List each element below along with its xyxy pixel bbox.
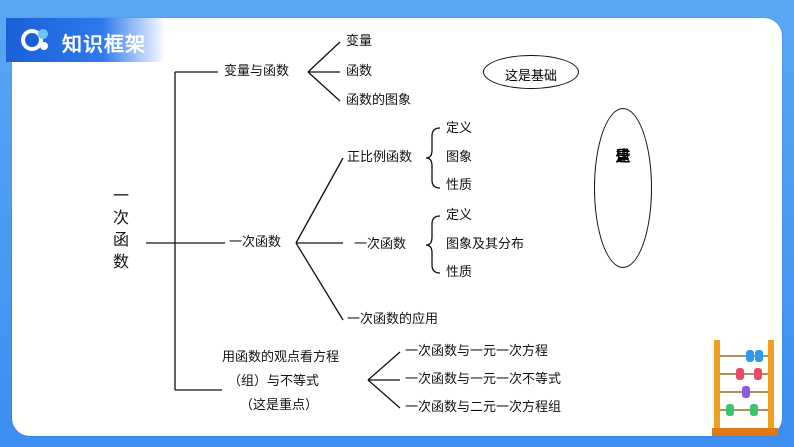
branch-label-equations-line1: 用函数的观点看方程 — [222, 350, 340, 365]
note-basics-oval: 这是基础 — [483, 55, 579, 89]
note-char: 点 — [615, 147, 631, 165]
abacus-icon — [712, 340, 778, 436]
page-title: 知识框架 — [62, 32, 146, 56]
node-linear-inequality: 一次函数与一元一次不等式 — [405, 372, 562, 387]
branch-label-linear-function: 一次函数 — [229, 235, 282, 250]
node-definition: 定义 — [446, 208, 473, 223]
note-char: 重 — [615, 147, 631, 165]
branch-label-equations-line2: （组）与不等式 — [228, 374, 320, 389]
slide-card — [12, 18, 782, 436]
node-graph: 图象 — [446, 150, 473, 165]
node-property: 性质 — [446, 265, 473, 280]
node-linear-equation: 一次函数与一元一次方程 — [405, 344, 549, 359]
node-linear-application: 一次函数的应用 — [347, 312, 439, 327]
node-proportional-function: 正比例函数 — [347, 150, 413, 165]
note-char: 些 — [615, 147, 631, 165]
node-property: 性质 — [446, 178, 473, 193]
note-char: 这 — [615, 147, 631, 165]
node-function-graph: 函数的图象 — [346, 93, 412, 108]
note-key-points-oval: 这 些 是 重 点 — [594, 108, 652, 268]
node-graph-distribution: 图象及其分布 — [446, 237, 525, 252]
root-char: 函 — [112, 230, 129, 249]
branch-label-equations-line3: （这是重点） — [240, 398, 319, 413]
note-char: 是 — [615, 147, 631, 165]
root-node: 一 次 函 数 — [110, 185, 132, 273]
root-char: 次 — [112, 208, 129, 227]
note-basics: 这是基础 — [504, 69, 557, 84]
node-function: 函数 — [346, 64, 373, 79]
branch-label-variables-functions: 变量与函数 — [224, 64, 290, 79]
logo-icon — [21, 29, 48, 51]
root-char: 一 — [112, 186, 129, 205]
node-definition: 定义 — [446, 121, 473, 136]
node-variable: 变量 — [346, 34, 373, 49]
node-linear-function: 一次函数 — [354, 237, 407, 252]
root-char: 数 — [112, 252, 129, 271]
node-linear-system: 一次函数与二元一次方程组 — [405, 400, 562, 415]
